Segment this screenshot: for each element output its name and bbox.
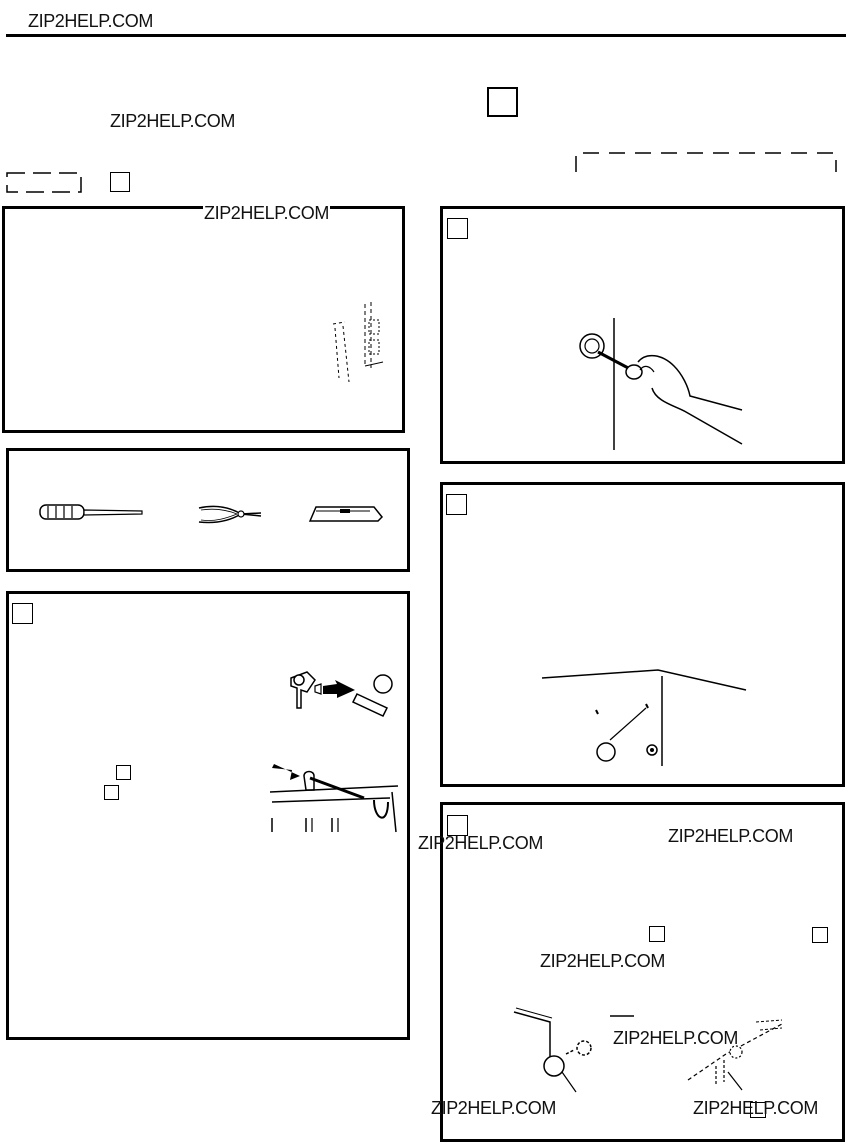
step-number-box-right-2: [446, 494, 467, 515]
hinge-screw-figure: [513, 1007, 592, 1093]
header-site-mark: ZIP2HELP.COM: [28, 11, 153, 31]
utility-knife-icon: [308, 506, 384, 522]
inline-marker-4: [812, 927, 828, 943]
step-marker-box-large: [487, 87, 518, 117]
step-panel-right-3: [440, 802, 845, 1142]
watermark-5: ZIP2HELP.COM: [540, 951, 665, 971]
doorknob-screwdriver-figure: [579, 318, 743, 450]
inline-marker-1: [116, 765, 131, 780]
dashed-bracket: [575, 152, 837, 172]
cabinet-corner-figure: [541, 669, 747, 766]
step-number-box-left: [12, 603, 33, 624]
step-panel-left: [6, 591, 410, 1040]
watermark-8: ZIP2HELP.COM: [693, 1098, 818, 1118]
pliers-icon: [198, 505, 262, 524]
watermark-1: ZIP2HELP.COM: [110, 111, 235, 131]
watermark-7: ZIP2HELP.COM: [431, 1098, 556, 1118]
watermark-6: ZIP2HELP.COM: [613, 1028, 738, 1048]
step-panel-right-2: [440, 482, 845, 787]
inline-marker-2: [104, 785, 119, 800]
step-panel-right-1: [440, 206, 845, 464]
door-hinge-detail-figure: [269, 764, 399, 833]
screwdriver-icon: [39, 504, 143, 520]
header-rule: [6, 34, 846, 37]
step-number-box-right-3: [447, 815, 468, 836]
short-rule: [610, 1015, 634, 1017]
inline-marker-5: [750, 1102, 766, 1118]
watermark-4: ZIP2HELP.COM: [668, 826, 793, 846]
hinge-detail-figure: [687, 1019, 783, 1091]
watermark-3: ZIP2HELP.COM: [418, 833, 543, 853]
watermark-2: ZIP2HELP.COM: [203, 203, 330, 223]
dashed-label-box: [6, 172, 82, 193]
step-number-box-right-1: [447, 218, 468, 239]
door-hinge-figure: [332, 302, 384, 383]
inline-marker-3: [649, 926, 665, 942]
marker-box-top-left: [110, 172, 130, 192]
hinge-pin-figure: [290, 671, 393, 717]
